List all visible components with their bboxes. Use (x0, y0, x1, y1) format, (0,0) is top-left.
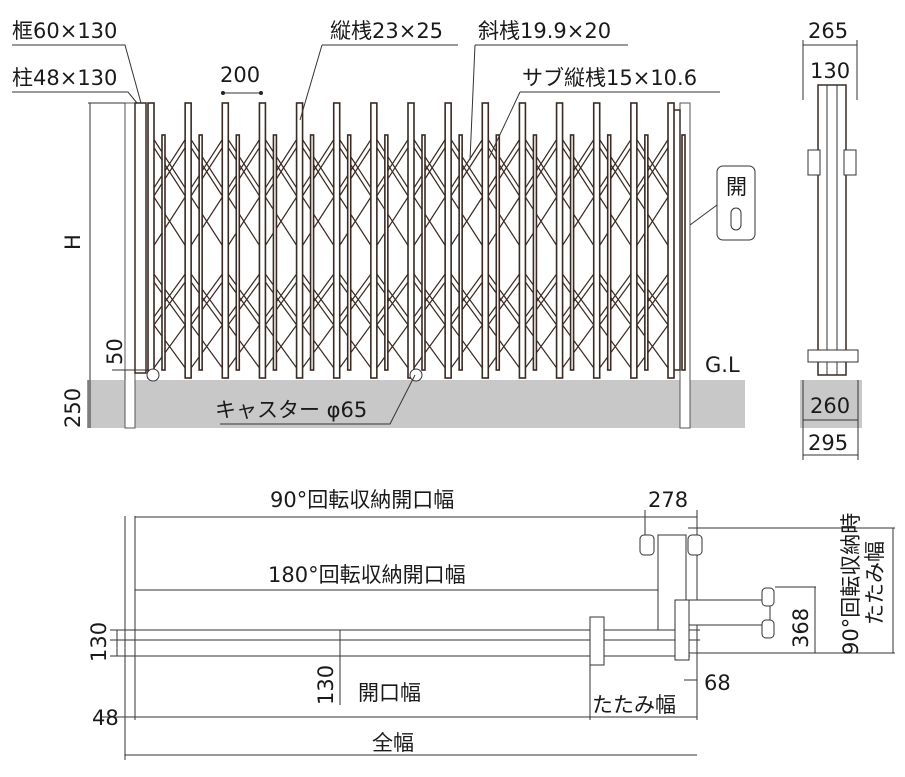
frame-label: 框60×130 (12, 19, 117, 43)
sub-vertical-bar (606, 134, 612, 371)
diagonal-bar (187, 277, 226, 330)
diagonal-bar (596, 277, 635, 330)
rot90-opening-label: 90°回転収納開口幅 (270, 488, 454, 512)
diagonal-bar (150, 142, 189, 201)
total-width-label: 全幅 (372, 731, 414, 755)
sub-vertical-bar (495, 134, 501, 371)
ground-level-label: G.L (705, 353, 740, 377)
vertical-bar (481, 102, 490, 379)
post-label: 柱48×130 (12, 66, 117, 90)
diagonal-bar (447, 277, 486, 330)
vertical-bar (630, 102, 638, 379)
foundation-label: 250 (61, 388, 85, 428)
sub-vertical-bar (161, 134, 166, 371)
diagonal-bar (187, 142, 226, 201)
diagonal-bar (559, 277, 598, 330)
w68-label: 68 (704, 671, 731, 695)
vertical-bar (592, 102, 601, 379)
rot90-folded-label-2: たたみ幅 (863, 541, 887, 625)
vertical-bar (258, 102, 267, 379)
diagonal-bar (484, 142, 523, 201)
rot90-folded-label-1: 90°回転収納時 (839, 513, 863, 655)
diagonal-bar-label: 斜桟19.9×20 (478, 19, 611, 43)
sub-vertical-bar (458, 134, 463, 371)
diagonal-bar (410, 277, 449, 330)
left130-label: 130 (87, 622, 111, 662)
side-total-bottom-label: 295 (808, 431, 848, 455)
sub-vertical-bar-label: サブ縦桟15×10.6 (522, 66, 697, 90)
vertical-bar (370, 102, 378, 379)
diagonal-bar (484, 277, 523, 330)
left-post (124, 102, 136, 429)
diagonal-bar (224, 277, 263, 330)
vertical-bar (332, 102, 341, 379)
left-frame (134, 102, 147, 374)
caster-label: キャスター φ65 (215, 398, 367, 422)
plan-view (100, 510, 895, 760)
mid130-label: 130 (314, 665, 338, 705)
open-handle-tag (716, 165, 756, 241)
sub-vertical-bar (235, 134, 241, 371)
sub-vertical-bar (384, 134, 389, 371)
diagonal-bar (559, 142, 598, 201)
sub-vertical-bar (532, 134, 538, 371)
diagonal-bar (410, 142, 449, 201)
vertical-bar (184, 102, 192, 379)
diagonal-bar (261, 277, 301, 330)
sub-vertical-bar (309, 134, 315, 371)
caster-mid (409, 368, 423, 382)
diagonal-bar (336, 142, 375, 201)
ground-band (88, 380, 745, 428)
sub-vertical-bar (569, 134, 575, 371)
vertical-bar (555, 102, 564, 379)
diagonal-bar (633, 277, 672, 330)
sub-vertical-bar (681, 134, 686, 371)
diagonal-bar (299, 142, 338, 201)
vertical-bar (518, 102, 527, 379)
sub-vertical-bar (644, 134, 649, 371)
vertical-bar (444, 102, 452, 379)
height-label: H (61, 234, 85, 250)
diagonal-bar (373, 277, 412, 330)
w278-label: 278 (648, 488, 688, 512)
diagonal-bar (447, 142, 486, 201)
vertical-bar (667, 102, 675, 379)
w48-label: 48 (92, 706, 119, 730)
folded-width-label: たたみ幅 (592, 693, 676, 717)
diagonal-bar (596, 142, 635, 201)
sub-vertical-bar (198, 134, 203, 371)
open-tag-label: 開 (726, 175, 747, 199)
caster-left (146, 368, 160, 382)
vertical-bar (147, 102, 155, 379)
diagonal-bar (261, 142, 301, 201)
diagonal-bar (336, 277, 375, 330)
side-top-label: 130 (810, 59, 850, 83)
rot180-opening-label: 180°回転収納開口幅 (268, 563, 466, 587)
folded-gate-180 (684, 599, 771, 626)
gate-vertical-bars (147, 102, 686, 379)
vertical-bar (295, 102, 304, 379)
diagonal-bar (150, 277, 189, 330)
side-base-label: 260 (810, 394, 850, 418)
vertical-bar (221, 102, 230, 379)
sub-vertical-bar (272, 134, 278, 371)
vertical-bar (407, 102, 415, 379)
diagonal-bar (224, 142, 263, 201)
diagonal-bar (299, 277, 338, 330)
vertical-bar-label: 縦桟23×25 (330, 19, 443, 43)
opening-label: 開口幅 (358, 681, 421, 705)
side-post (817, 84, 847, 376)
pitch-label: 200 (220, 63, 260, 87)
sub-vertical-bar (421, 134, 426, 371)
diagonal-bar (373, 142, 412, 201)
w368-label: 368 (789, 608, 813, 648)
sub-vertical-bar (346, 134, 352, 371)
side-total-top-label: 265 (808, 19, 848, 43)
diagonal-bar (521, 277, 561, 330)
diagonal-bar (633, 142, 672, 201)
diagonal-bar (521, 142, 561, 201)
bottom-gap-label: 50 (103, 338, 127, 365)
